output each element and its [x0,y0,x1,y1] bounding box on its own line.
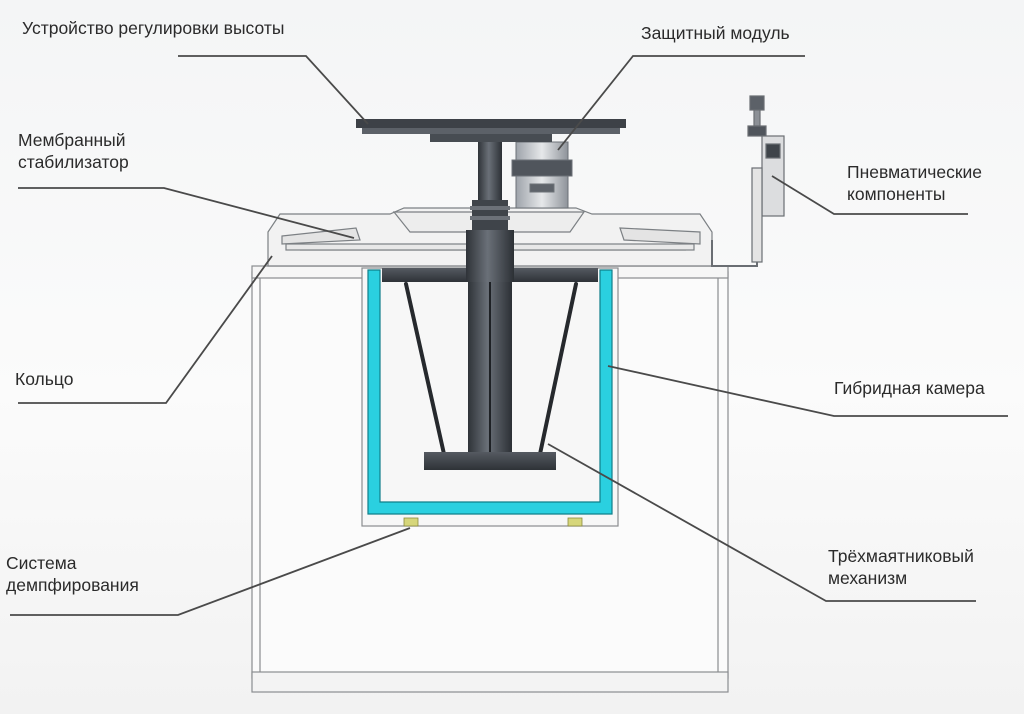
leader-pneumatic [771,175,968,215]
label-hybrid-chamber: Гибридная камера [834,378,985,398]
leader-membrane-stabilizer [18,187,355,239]
label-height-adjuster: Устройство регулировки высоты [22,18,285,38]
protective-module [511,141,573,209]
pendulum-bottom-plate [424,452,556,470]
top-plate [356,119,626,142]
damper-pad-left [403,517,419,527]
leader-lines [10,55,1008,616]
leader-protective-module [557,55,805,151]
label-damping: Система демпфирования [6,553,139,595]
hybrid-chamber [367,269,613,515]
damper-pad-right [567,517,583,527]
leader-triple-pendulum [547,443,976,602]
pneumatic-components [711,95,785,267]
pendulum-rods [404,282,578,456]
leader-hybrid-chamber [607,365,1008,417]
label-triple-pendulum: Трёхмаятниковый механизм [828,546,974,588]
leader-damping [10,527,411,616]
label-protective-module: Защитный модуль [641,23,790,43]
label-pneumatic: Пневматические компоненты [847,162,983,204]
leader-ring [18,255,273,404]
leader-height-adjuster [178,55,369,125]
label-membrane-stabilizer: Мембранный стабилизатор [18,130,129,172]
central-shaft [466,142,514,454]
label-ring: Кольцо [15,369,74,389]
